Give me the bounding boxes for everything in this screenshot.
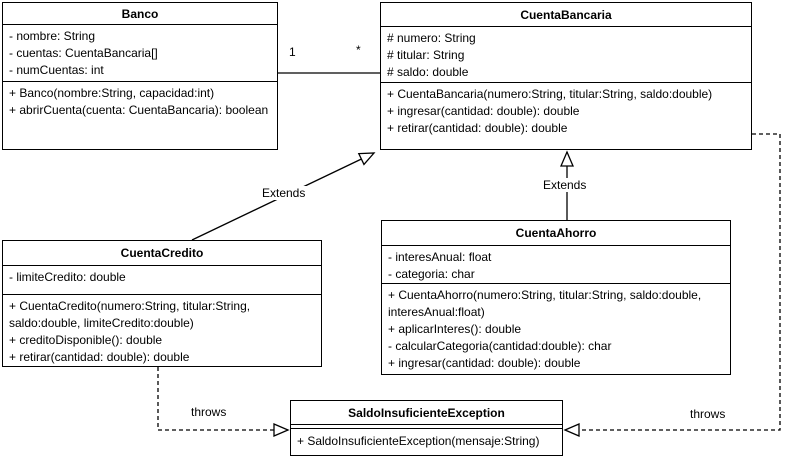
dependency-throws-cuentabancaria bbox=[563, 133, 781, 437]
method-line: + aplicarInteres(): double bbox=[388, 322, 522, 336]
class-banco[interactable]: Banco - nombre: String - cuentas: Cuenta… bbox=[2, 2, 278, 150]
method-line: + abrirCuenta(cuenta: CuentaBancaria): b… bbox=[9, 103, 269, 117]
method-line: + CuentaBancaria(numero:String, titular:… bbox=[387, 87, 713, 101]
throws-label-cuentabancaria: throws bbox=[688, 407, 728, 421]
class-attributes bbox=[291, 424, 562, 428]
method-line: + ingresar(cantidad: double): double bbox=[388, 356, 581, 370]
attribute-line: # numero: String bbox=[387, 31, 476, 45]
method-line: + CuentaAhorro(numero:String, titular:St… bbox=[388, 288, 702, 302]
attribute-line: - categoria: char bbox=[388, 267, 475, 281]
class-methods: + SaldoInsuficienteException(mensaje:Str… bbox=[291, 428, 562, 455]
attribute-line: - nombre: String bbox=[9, 29, 96, 43]
method-line: + ingresar(cantidad: double): double bbox=[387, 104, 580, 118]
attribute-line: - limiteCredito: double bbox=[9, 270, 126, 284]
class-attributes: - nombre: String - cuentas: CuentaBancar… bbox=[3, 24, 277, 81]
method-line: + Banco(nombre:String, capacidad:int) bbox=[9, 86, 215, 100]
class-cuenta-ahorro[interactable]: CuentaAhorro - interesAnual: float - cat… bbox=[381, 220, 731, 375]
class-title: CuentaBancaria bbox=[520, 7, 612, 22]
class-methods: + CuentaAhorro(numero:String, titular:St… bbox=[382, 283, 730, 374]
class-methods: + CuentaBancaria(numero:String, titular:… bbox=[381, 82, 751, 149]
multiplicity-one-label: 1 bbox=[287, 45, 298, 59]
attribute-line: # titular: String bbox=[387, 48, 465, 62]
extends-label-cuentaahorro: Extends bbox=[541, 178, 589, 192]
attribute-line: - cuentas: CuentaBancaria[] bbox=[9, 46, 158, 60]
method-line: + retirar(cantidad: double): double bbox=[387, 121, 568, 135]
class-methods: + CuentaCredito(numero:String, titular:S… bbox=[3, 294, 321, 366]
class-attributes: - limiteCredito: double bbox=[3, 265, 321, 294]
attribute-line: # saldo: double bbox=[387, 65, 469, 79]
class-title: CuentaAhorro bbox=[515, 226, 597, 240]
class-attributes: - interesAnual: float - categoria: char bbox=[382, 245, 730, 283]
class-cuenta-credito[interactable]: CuentaCredito - limiteCredito: double + … bbox=[2, 240, 322, 367]
method-line: + retirar(cantidad: double): double bbox=[9, 350, 190, 364]
attribute-line: - interesAnual: float bbox=[388, 250, 492, 264]
class-title: CuentaCredito bbox=[120, 246, 204, 260]
dependency-throws-cuentacredito bbox=[157, 367, 290, 437]
attribute-line: - numCuentas: int bbox=[9, 63, 104, 77]
class-cuenta-bancaria[interactable]: CuentaBancaria # numero: String # titula… bbox=[380, 2, 752, 150]
method-line: + SaldoInsuficienteException(mensaje:Str… bbox=[297, 434, 540, 448]
class-title: Banco bbox=[121, 6, 159, 21]
class-methods: + Banco(nombre:String, capacidad:int) + … bbox=[3, 81, 277, 149]
method-line: interesAnual:float) bbox=[388, 305, 485, 319]
multiplicity-many-label: * bbox=[354, 43, 363, 57]
method-line: saldo:double, limiteCredito:double) bbox=[9, 316, 194, 330]
extends-label-cuentacredito: Extends bbox=[260, 186, 308, 200]
class-title: SaldoInsuficienteException bbox=[348, 405, 505, 420]
method-line: - calcularCategoria(cantidad:double): ch… bbox=[388, 339, 612, 353]
throws-label-cuentacredito: throws bbox=[189, 405, 229, 419]
method-line: + creditoDisponible(): double bbox=[9, 333, 163, 347]
method-line: + CuentaCredito(numero:String, titular:S… bbox=[9, 299, 251, 313]
class-attributes: # numero: String # titular: String # sal… bbox=[381, 26, 751, 82]
class-saldo-insuficiente-exception[interactable]: SaldoInsuficienteException + SaldoInsufi… bbox=[290, 400, 563, 456]
